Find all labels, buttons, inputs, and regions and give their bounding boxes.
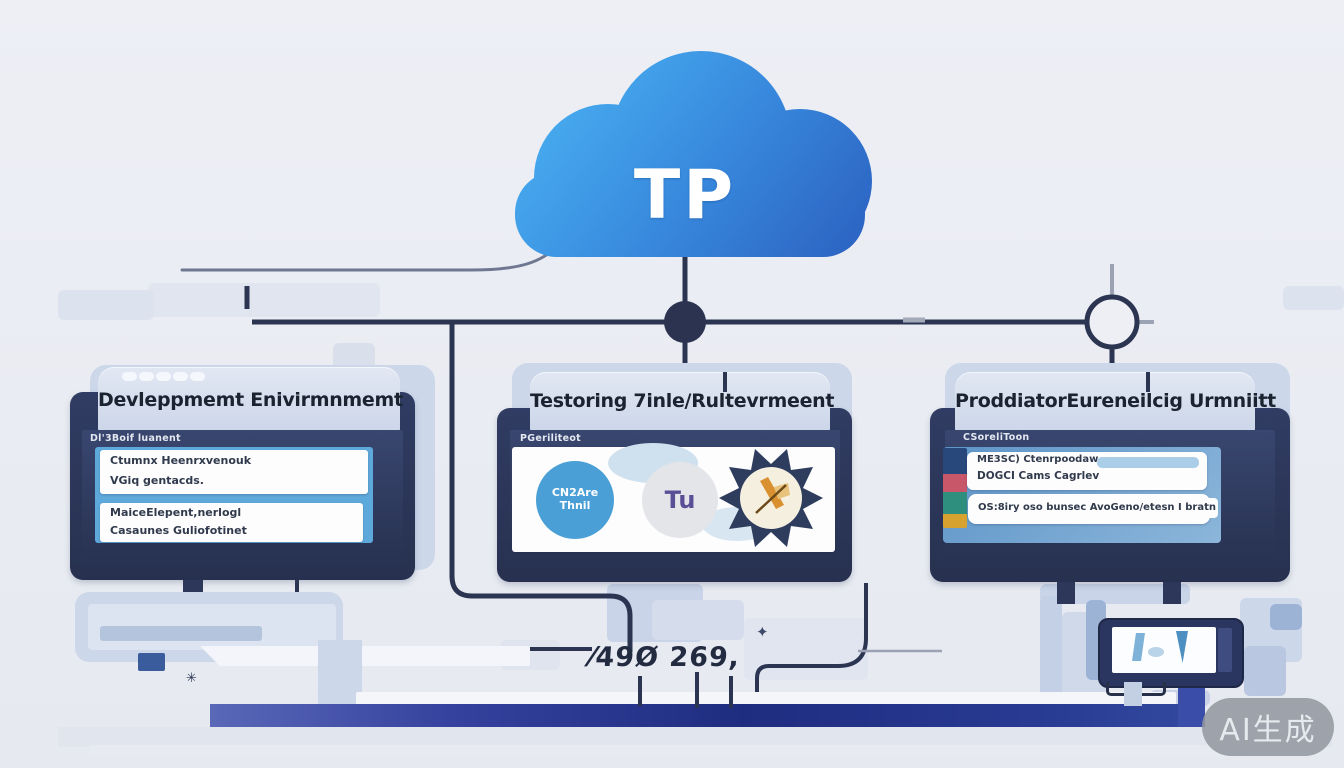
decor-block <box>1244 646 1286 696</box>
badge-text-line: Thnil <box>559 499 591 512</box>
small-monitor-notch <box>1218 628 1232 672</box>
thumbnail-image <box>943 448 967 528</box>
bar-shelf <box>356 692 1176 705</box>
panel-title: Devleppmemt Enivirmnmemt <box>98 389 403 411</box>
card-line: Ctumnx Heenrxvenouk <box>110 454 252 467</box>
screen-label: CSoreliToon <box>963 432 1030 443</box>
printer-button <box>138 653 165 671</box>
small-monitor-stand <box>1124 682 1142 706</box>
decor-block <box>1040 596 1062 704</box>
sparkle-icon: ✦ <box>756 623 769 641</box>
asterisk-icon: ✳ <box>186 671 197 686</box>
printer-slot <box>100 626 262 641</box>
tool-badge-gray: Tu <box>642 462 718 538</box>
bus-node-dot <box>664 301 706 343</box>
screen-card: Ctumnx Heenrxvenouk VGiq gentacds. <box>100 450 368 494</box>
panel-header: Testoring 7inle/Rultevrmeent <box>530 372 835 432</box>
monitor-stand <box>1163 582 1181 604</box>
screen-label: PGeriliteot <box>520 433 582 444</box>
decor-block <box>652 600 744 640</box>
card-line: MaiceElepent,nerlogl <box>110 506 242 519</box>
panel-development: Devleppmemt Enivirmnmemt Dl'3Boif luanen… <box>60 355 440 615</box>
branch-line-dev <box>449 322 633 652</box>
badge-text: Tu <box>664 486 696 514</box>
card-line: ME3SC) Ctenrpoodaw <box>977 454 1099 465</box>
card-line: DOGCI Cams Cagrlev <box>977 470 1100 482</box>
bar-tick <box>638 676 642 706</box>
printer-column <box>318 640 362 706</box>
decor-block <box>1270 604 1302 630</box>
screen-label: Dl'3Boif luanent <box>90 433 181 444</box>
panel-title: ProddiatorEureneilcig Urmniitt <box>955 390 1276 412</box>
card-line: OS:8iry oso bunsec AvoGeno/etesn I bratn <box>978 502 1216 513</box>
panel-header: Devleppmemt Enivirmnmemt <box>98 367 403 432</box>
cloud-label: TP <box>633 155 737 235</box>
small-monitor-screen <box>1112 627 1216 673</box>
decor-block <box>58 290 154 320</box>
screen-card: ME3SC) Ctenrpoodaw DOGCI Cams Cagrlev <box>967 452 1207 490</box>
panel-production: ProddiatorEureneilcig Urmniitt CSoreliTo… <box>920 355 1310 604</box>
decor-block <box>1283 286 1344 310</box>
badge-text-line: CN2Are <box>551 486 599 500</box>
ai-generated-watermark: AI生成 <box>1202 698 1334 756</box>
bar-tick <box>695 672 699 708</box>
panel-header: ProddiatorEureneilcig Urmniitt <box>955 372 1276 432</box>
bar-shadow <box>58 727 1332 747</box>
decor-block <box>744 618 868 680</box>
wrench-icon <box>760 477 784 509</box>
cloud-shape <box>505 45 875 260</box>
panel-testing: Testoring 7inle/Rultevrmeent PGeriliteot… <box>490 355 870 600</box>
connector-tick <box>723 372 727 392</box>
decor-block <box>148 283 380 317</box>
header-dots-decoration <box>122 372 205 381</box>
bottom-right-line <box>755 583 868 702</box>
monitor-stand <box>1057 582 1075 604</box>
screen-card: CN2Are Thnil Tu <box>512 443 835 552</box>
connector-tick <box>1146 372 1150 392</box>
screen-mark <box>1148 647 1164 657</box>
card-side-tab <box>1206 498 1218 518</box>
bottom-bar <box>210 704 1178 728</box>
bar-tick <box>729 676 733 708</box>
screen-card: MaiceElepent,nerlogl Casaunes Guliofotin… <box>100 503 363 542</box>
connector-number: ⁄49Ø 269, <box>588 642 742 673</box>
progress-pill <box>1097 457 1199 468</box>
decor-block <box>1040 584 1190 604</box>
card-line: VGiq gentacds. <box>110 474 204 487</box>
screen-mark <box>1132 633 1145 661</box>
card-line: Casaunes Guliofotinet <box>110 524 247 537</box>
panel-title: Testoring 7inle/Rultevrmeent <box>530 390 835 412</box>
bar-upturn <box>1178 687 1205 728</box>
screen-mark <box>1176 631 1188 663</box>
bar-shadow <box>90 745 1250 757</box>
bus-node-ring <box>1084 294 1140 350</box>
gear-badge <box>716 443 826 553</box>
cloud-left-branch-line <box>180 244 560 272</box>
watermark-text: AI生成 <box>1219 713 1317 748</box>
screen-card: OS:8iry oso bunsec AvoGeno/etesn I bratn <box>968 494 1218 524</box>
printer-output-tray <box>200 646 530 666</box>
tool-badge-blue: CN2Are Thnil <box>536 461 614 539</box>
